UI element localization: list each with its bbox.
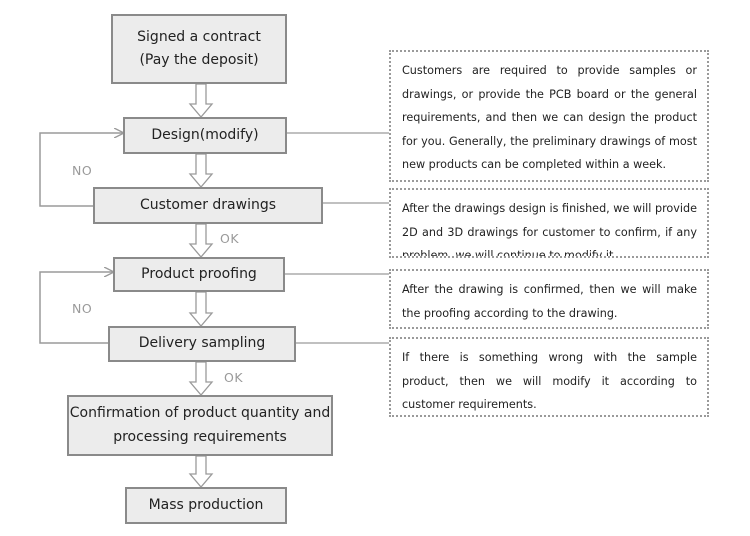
step-mass-production: Mass production	[125, 487, 287, 524]
note-design: Customers are required to provide sample…	[389, 50, 709, 182]
step-customer-drawings-text: Customer drawings	[139, 196, 277, 213]
arrow-confirmation-to-mass	[188, 455, 214, 489]
arrow-proofing-to-sampling	[188, 291, 214, 328]
arrow-design-to-drawings	[188, 153, 214, 189]
step-mass-production-text: Mass production	[148, 496, 264, 513]
note-sampling: If there is something wrong with the sam…	[389, 337, 709, 417]
note-drawings-text: After the drawings design is finished, w…	[402, 202, 697, 258]
note-sampling-text: If there is something wrong with the sam…	[402, 351, 697, 411]
note-proofing: After the drawing is confirmed, then we …	[389, 269, 709, 329]
step-confirmation: Confirmation of product quantity and pro…	[67, 395, 333, 456]
step-product-proofing-text: Product proofing	[141, 265, 257, 282]
step-delivery-sampling-text: Delivery sampling	[138, 335, 266, 352]
step-product-proofing: Product proofing	[113, 257, 285, 292]
note-design-text: Customers are required to provide sample…	[402, 64, 697, 171]
arrow-contract-to-design	[188, 83, 214, 119]
arrow-sampling-to-confirmation	[188, 361, 214, 397]
loop-arrow-2	[39, 272, 113, 344]
step-confirmation-text: Confirmation of product quantity and pro…	[69, 405, 331, 445]
arrow-drawings-to-proofing	[188, 223, 214, 259]
ok-label-2: OK	[224, 370, 244, 385]
step-signed-contract-text: Signed a contract (Pay the deposit)	[137, 28, 261, 68]
step-design: Design(modify)	[123, 117, 287, 154]
loop-arrow-1	[39, 133, 123, 207]
step-signed-contract: Signed a contract (Pay the deposit)	[111, 14, 287, 84]
note-drawings: After the drawings design is finished, w…	[389, 188, 709, 258]
step-design-text: Design(modify)	[151, 126, 259, 143]
note-proofing-text: After the drawing is confirmed, then we …	[402, 283, 697, 320]
no-label-1: NO	[72, 163, 93, 178]
step-delivery-sampling: Delivery sampling	[108, 326, 296, 362]
step-customer-drawings: Customer drawings	[93, 187, 323, 224]
ok-label-1: OK	[220, 231, 240, 246]
no-label-2: NO	[72, 301, 93, 316]
